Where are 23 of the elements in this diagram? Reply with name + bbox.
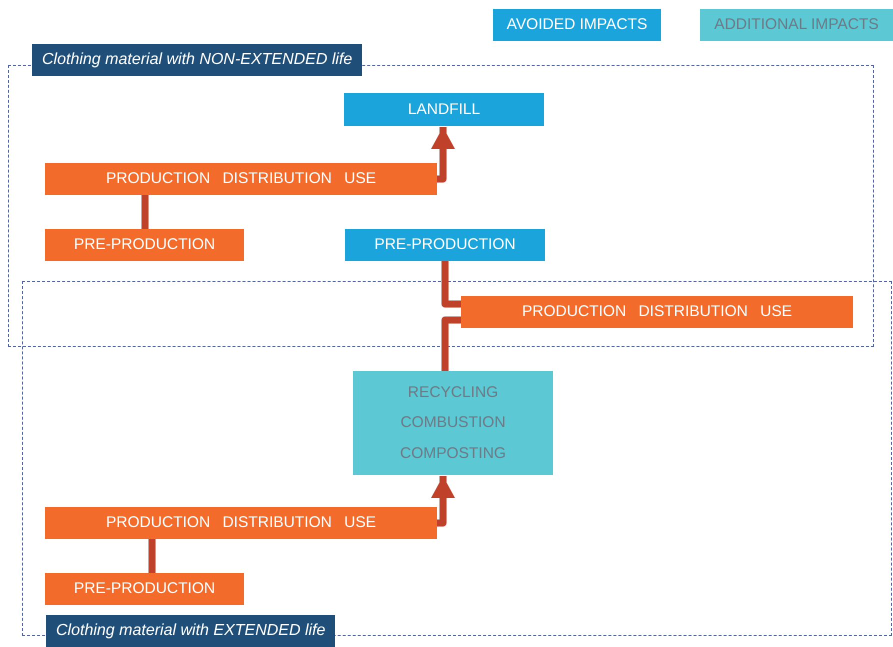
- connector-line: [142, 195, 148, 229]
- legend-swatch: AVOIDED IMPACTS: [493, 9, 661, 41]
- process-box: PRODUCTION DISTRIBUTION USE: [45, 163, 437, 195]
- dashed-region: [22, 281, 892, 647]
- box-label: COMBUSTION: [400, 414, 506, 432]
- process-box: PRE-PRODUCTION: [45, 573, 244, 605]
- arrow: [431, 127, 455, 182]
- region-heading: Clothing material with EXTENDED life: [46, 615, 336, 647]
- process-box: PRODUCTION DISTRIBUTION USE: [45, 507, 437, 539]
- connector-line: [442, 316, 461, 371]
- avoided-impact-box: LANDFILL: [344, 93, 544, 126]
- process-box: PRE-PRODUCTION: [45, 229, 244, 261]
- legend-swatch: ADDITIONAL IMPACTS: [700, 9, 893, 41]
- avoided-impact-box: PRE-PRODUCTION: [345, 229, 545, 261]
- box-label: COMPOSTING: [400, 444, 506, 462]
- connector-line: [148, 539, 156, 573]
- additional-impact-box: [353, 371, 553, 475]
- connector-line: [442, 261, 461, 308]
- process-box: PRODUCTION DISTRIBUTION USE: [461, 296, 853, 328]
- region-heading: Clothing material with NON-EXTENDED life: [32, 44, 362, 76]
- box-label: RECYCLING: [408, 384, 498, 402]
- arrow: [431, 476, 455, 526]
- dashed-region: [8, 44, 874, 347]
